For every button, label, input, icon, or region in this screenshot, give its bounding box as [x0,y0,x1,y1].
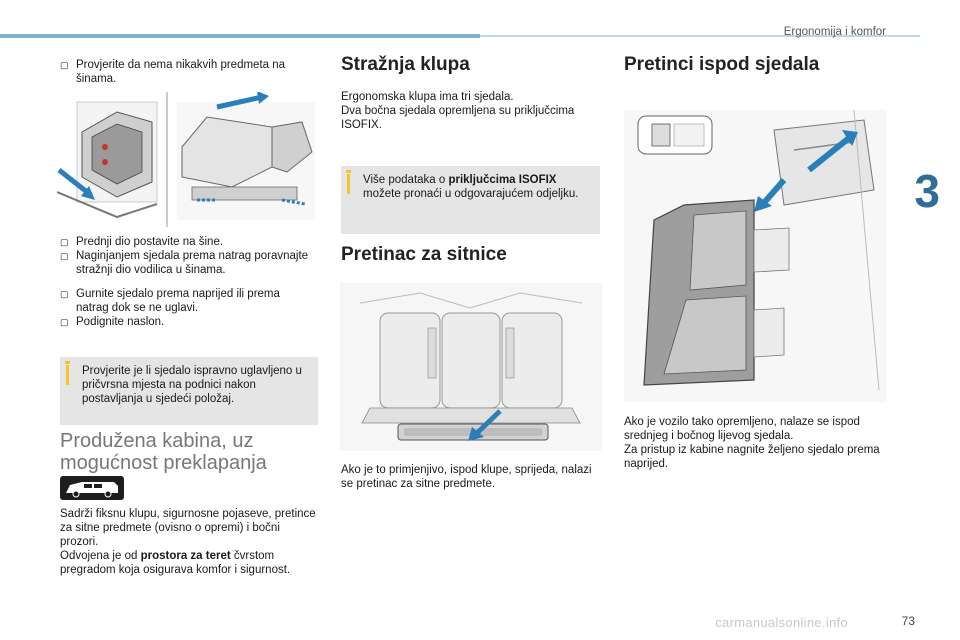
under-seat-storage-text: Ako je vozilo tako opremljeno, nalaze se… [624,416,880,470]
bullet-icon: ▢ [60,289,69,299]
heading-rear-bench: Stražnja klupa [341,54,470,75]
seat-rail-illustration [57,92,315,227]
left-bullets-2-3: ▢Prednji dio postavite na šine. ▢Naginja… [60,236,309,276]
extended-cab-text: Sadrži fiksnu klupu, sigurnosne pojaseve… [60,508,316,576]
page-number: 73 [901,614,915,628]
vehicle-icon [60,476,124,500]
bench-storage-illustration [340,283,602,451]
header-bar [0,34,480,38]
info-box-seat: Provjerite je li sjedalo ispravno uglavl… [60,357,318,425]
under-seat-storage-illustration [624,110,886,402]
chapter-number: 3 [914,165,940,217]
bullet-icon: ▢ [60,251,69,261]
watermark: carmanualsonline.info [715,615,848,630]
info-box-isofix: Više podataka o priključcima ISOFIX može… [341,166,600,234]
bullet-icon: ▢ [60,60,69,70]
rear-bench-text: Ergonomska klupa ima tri sjedala. Dva bo… [341,91,575,131]
section-title: Ergonomija i komfor [783,26,886,38]
header-rule [480,35,920,37]
bullet-icon: ▢ [60,317,69,327]
left-bullet-1: ▢Provjerite da nema nikakvih predmeta na… [60,59,286,85]
heading-under-seat-storage: Pretinci ispod sjedala [624,54,820,75]
left-bullets-4-5: ▢Gurnite sjedalo prema naprijed ili prem… [60,288,280,328]
section-heading-extended-cab: Produžena kabina, uz mogućnost preklapan… [60,430,267,474]
info-icon [346,170,351,173]
heading-storage-box: Pretinac za sitnice [341,244,507,265]
storage-box-text: Ako je to primjenjivo, ispod klupe, spri… [341,464,592,490]
info-icon [65,361,70,364]
bullet-icon: ▢ [60,237,69,247]
